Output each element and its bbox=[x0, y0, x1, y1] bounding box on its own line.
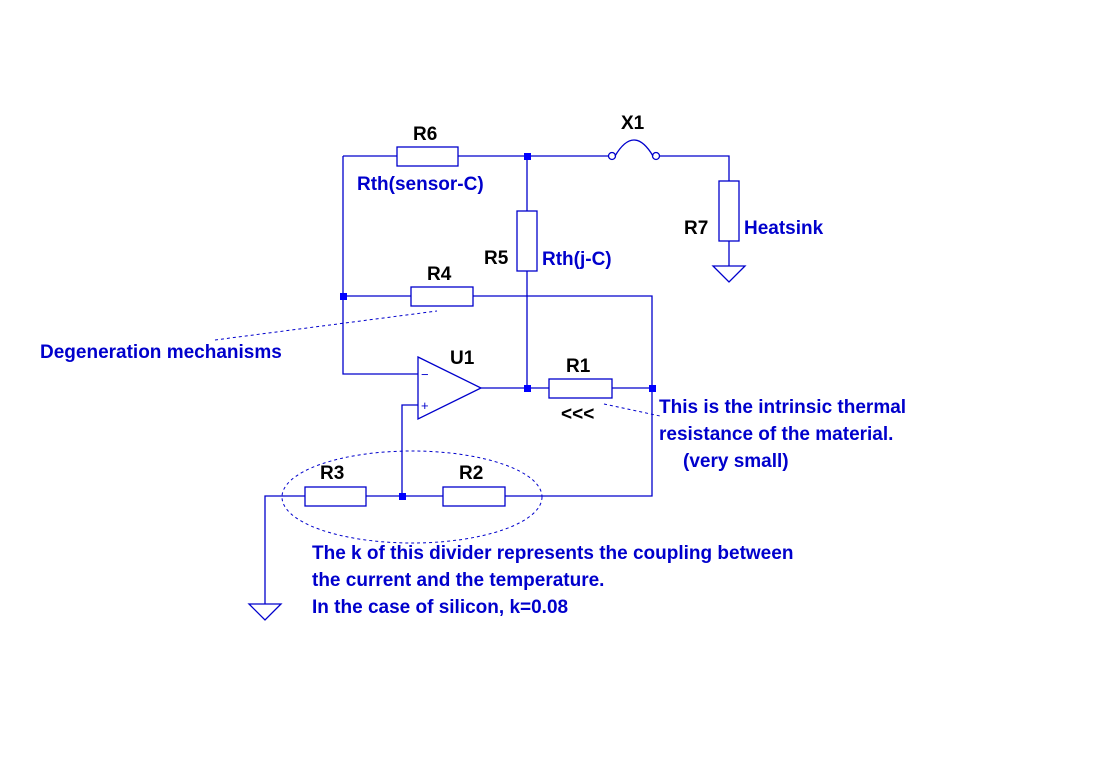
r4-resistor[interactable] bbox=[410, 286, 474, 307]
degeneration-pointer bbox=[214, 310, 438, 341]
r2-ref-label: R2 bbox=[459, 463, 483, 484]
intrinsic-note-line-2: resistance of the material. bbox=[659, 424, 893, 445]
degeneration-note: Degeneration mechanisms bbox=[40, 342, 282, 363]
ground-symbol bbox=[711, 265, 747, 283]
intrinsic-note-line-1: This is the intrinsic thermal bbox=[659, 397, 906, 418]
r5-ref-label: R5 bbox=[484, 248, 509, 269]
u1-plus-pin: + bbox=[421, 398, 429, 413]
r5-value-label: Rth(j-C) bbox=[542, 249, 612, 270]
divider-note-line-1: The k of this divider represents the cou… bbox=[312, 543, 793, 564]
junction-nodes bbox=[340, 153, 656, 500]
u1-opamp[interactable] bbox=[417, 355, 483, 421]
u1-minus-pin: − bbox=[421, 367, 429, 382]
intrinsic-note-line-3: (very small) bbox=[683, 451, 789, 472]
x1-jumper[interactable] bbox=[607, 139, 661, 161]
r5-resistor[interactable] bbox=[516, 210, 538, 272]
wires bbox=[264, 155, 730, 604]
divider-note-line-3: In the case of silicon, k=0.08 bbox=[312, 597, 568, 618]
r3-resistor[interactable] bbox=[304, 486, 367, 507]
x1-ref-label: X1 bbox=[621, 113, 645, 134]
r7-ref-label: R7 bbox=[684, 218, 708, 239]
divider-outline bbox=[281, 450, 543, 544]
divider-note-line-2: the current and the temperature. bbox=[312, 570, 604, 591]
r2-resistor[interactable] bbox=[442, 486, 506, 507]
r6-value-label: Rth(sensor-C) bbox=[357, 174, 484, 195]
r7-resistor[interactable] bbox=[718, 180, 740, 242]
r6-resistor[interactable] bbox=[396, 146, 459, 167]
r6-ref-label: R6 bbox=[413, 124, 437, 145]
r1-ref-label: R1 bbox=[566, 356, 591, 377]
r1-marker: <<< bbox=[561, 404, 594, 425]
r4-ref-label: R4 bbox=[427, 264, 452, 285]
r7-value-label: Heatsink bbox=[744, 218, 824, 239]
r3-ref-label: R3 bbox=[320, 463, 344, 484]
r1-resistor[interactable] bbox=[548, 378, 613, 399]
ground-symbol bbox=[247, 603, 283, 621]
u1-ref-label: U1 bbox=[450, 348, 475, 369]
